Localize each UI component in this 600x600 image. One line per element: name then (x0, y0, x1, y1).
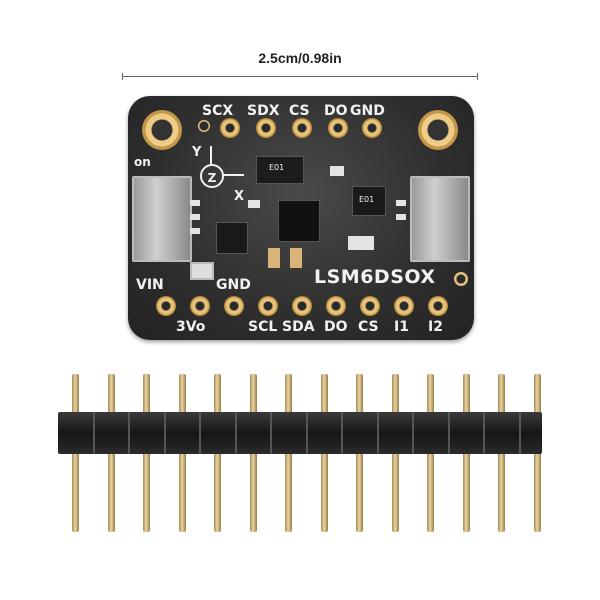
bottom-pad (454, 272, 468, 286)
smd-component (190, 228, 200, 234)
top-pin-label: CS (289, 103, 310, 119)
board-name: LSM6DSOX (314, 266, 436, 288)
bottom-pad (190, 296, 210, 316)
top-pin-label: SDX (247, 103, 280, 119)
mounting-hole-right (418, 110, 458, 150)
bottom-pin-label: 3Vo (176, 319, 206, 335)
top-pad (328, 118, 348, 138)
top-pin-label: GND (350, 103, 385, 119)
bottom-pin-label: GND (216, 277, 251, 293)
header-segment-divider (447, 412, 450, 454)
bottom-pin-label: SDA (282, 319, 315, 335)
bottom-pad (224, 296, 244, 316)
bottom-pad (292, 296, 312, 316)
top-pad (362, 118, 382, 138)
axis-z-circle: Z (200, 164, 224, 188)
smd-component (396, 214, 406, 220)
header-segment-divider (341, 412, 344, 454)
top-pin-label: DO (324, 103, 348, 119)
bottom-pad (360, 296, 380, 316)
smd-component (396, 200, 406, 206)
sensor-chip (278, 200, 320, 242)
bottom-pad (258, 296, 278, 316)
dimension-line (122, 73, 478, 80)
chip-mark: E01 (359, 195, 375, 204)
mounting-hole-left (142, 110, 182, 150)
bottom-pad (428, 296, 448, 316)
header-segment-divider (483, 412, 486, 454)
top-pin-label: SCX (202, 103, 234, 119)
bottom-pad (394, 296, 414, 316)
header-plastic (58, 412, 542, 454)
bottom-pin-label: VIN (136, 277, 164, 293)
power-led (190, 262, 214, 280)
led-label: on (134, 155, 151, 169)
dimension-label: 2.5cm/0.98in (258, 50, 342, 66)
regulator-chip (216, 222, 248, 254)
axis-x-label: X (234, 189, 245, 204)
bottom-pin-label: CS (358, 319, 379, 335)
smd-component (248, 200, 260, 208)
smd-component (190, 214, 200, 220)
smd-component (330, 166, 344, 176)
axis-y-arrow (210, 146, 212, 166)
header-segment-divider (199, 412, 202, 454)
stemma-connector-left (132, 176, 192, 262)
bottom-pin-label: I2 (428, 319, 443, 335)
bottom-pad (326, 296, 346, 316)
chip-right: E01 (352, 186, 386, 216)
pcb-board: SCX SDX CS DO GND Y Z X on E01 E01 LSM6D… (128, 96, 474, 340)
axis-z-label: Z (207, 171, 217, 185)
header-segment-divider (128, 412, 131, 454)
smd-component (348, 236, 374, 250)
chip-mark: E01 (269, 163, 285, 172)
top-pad (256, 118, 276, 138)
stemma-connector-right (410, 176, 470, 262)
smd-resistor (290, 248, 302, 268)
top-pad (292, 118, 312, 138)
axis-y-label: Y (192, 145, 202, 160)
header-segment-divider (92, 412, 95, 454)
smd-resistor (268, 248, 280, 268)
header-segment-divider (305, 412, 308, 454)
top-pad (198, 120, 210, 132)
bottom-pin-label: SCL (248, 319, 278, 335)
bottom-pin-label: DO (324, 319, 348, 335)
header-segment-divider (234, 412, 237, 454)
header-segment-divider (163, 412, 166, 454)
bottom-pad (156, 296, 176, 316)
bottom-pin-label: I1 (394, 319, 409, 335)
smd-component (190, 200, 200, 206)
header-segment-divider (412, 412, 415, 454)
header-segment-divider (270, 412, 273, 454)
header-segment-divider (518, 412, 521, 454)
top-pad (220, 118, 240, 138)
header-segment-divider (376, 412, 379, 454)
axis-x-arrow (222, 174, 244, 176)
chip-upper: E01 (256, 156, 304, 184)
